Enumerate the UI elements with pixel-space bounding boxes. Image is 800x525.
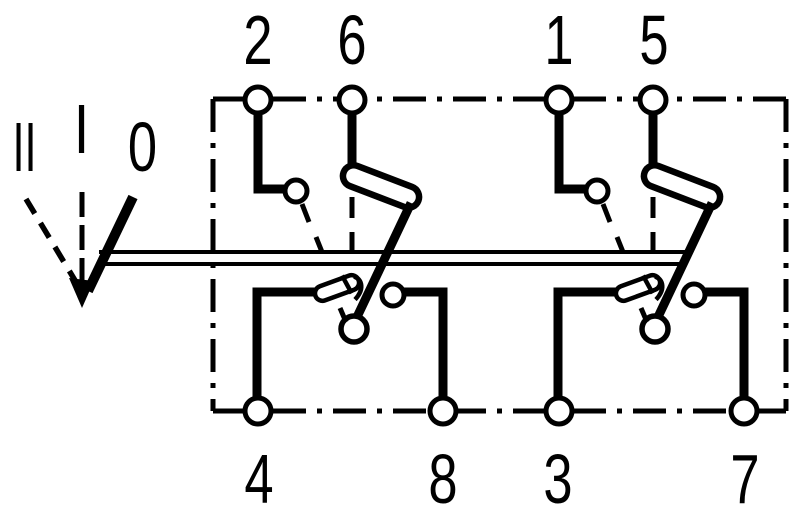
terminal-label-3: 3: [543, 441, 572, 519]
wire-terminal-3: [553, 287, 618, 399]
terminal-circle-4: [242, 395, 274, 427]
actuator: [23, 192, 690, 308]
terminal-circle-5: [637, 84, 669, 116]
mover-contact-circle: [338, 313, 370, 345]
spring-contact-symbol: [613, 272, 665, 304]
position-label-I: I: [74, 91, 90, 168]
terminal-labels: 2 6 1 5 4 8 3 7: [243, 2, 759, 519]
mover-paddle: [339, 162, 423, 211]
pole-2-switch: [543, 84, 760, 427]
paddle-capsule: [640, 162, 724, 211]
terminal-circle-1: [543, 84, 575, 116]
spring-hook: [353, 274, 364, 302]
contact-pin-dash-2: [638, 307, 650, 323]
terminal-label-8: 8: [428, 441, 457, 519]
position-labels: II I 0: [12, 91, 157, 187]
contact-pin-dash-2: [337, 307, 349, 323]
mover-arm: [352, 201, 416, 319]
position-label-II: II: [12, 108, 36, 186]
contact-pin-dash-1: [313, 236, 325, 253]
contact-pin-dash-1: [614, 236, 626, 253]
mover-contact-circle: [639, 313, 671, 345]
mover-paddle: [640, 162, 724, 211]
pole-1-switch: [242, 84, 459, 427]
terminal-circle-6: [336, 84, 368, 116]
switch-housing-border: [210, 96, 789, 414]
fixed-contact-circle-upper: [282, 177, 310, 205]
terminal-circle-3: [543, 395, 575, 427]
contact-pin: [299, 203, 312, 223]
position-II-dashed-line: [23, 197, 82, 289]
wire-terminal-8: [404, 287, 448, 399]
terminal-circle-2: [242, 84, 274, 116]
spring-contact-symbol: [312, 272, 364, 304]
spring-hook: [654, 274, 665, 302]
terminal-label-5: 5: [639, 2, 668, 80]
terminal-circle-8: [427, 395, 459, 427]
lever-position-0-line: [83, 194, 138, 294]
terminal-label-6: 6: [337, 2, 366, 80]
terminal-label-2: 2: [243, 2, 272, 80]
wire-terminal-2: [253, 113, 285, 194]
fixed-contact-circle-lower: [680, 281, 708, 309]
terminal-label-1: 1: [544, 2, 573, 80]
position-label-0: 0: [128, 109, 157, 187]
fixed-contact-circle-upper: [583, 177, 611, 205]
terminal-circle-7: [728, 395, 760, 427]
mover-arm: [653, 201, 717, 319]
paddle-capsule: [339, 162, 423, 211]
terminal-label-4: 4: [244, 441, 273, 519]
lever-arrow-icon: [69, 278, 94, 308]
spring-break-bar: [340, 274, 354, 295]
contact-pin: [600, 203, 613, 223]
wire-terminal-1: [554, 113, 586, 194]
fixed-contact-circle-lower: [379, 281, 407, 309]
terminal-label-7: 7: [730, 441, 759, 519]
spring-break-bar: [641, 274, 655, 295]
wire-terminal-4: [252, 287, 317, 399]
wire-terminal-7: [705, 287, 749, 399]
